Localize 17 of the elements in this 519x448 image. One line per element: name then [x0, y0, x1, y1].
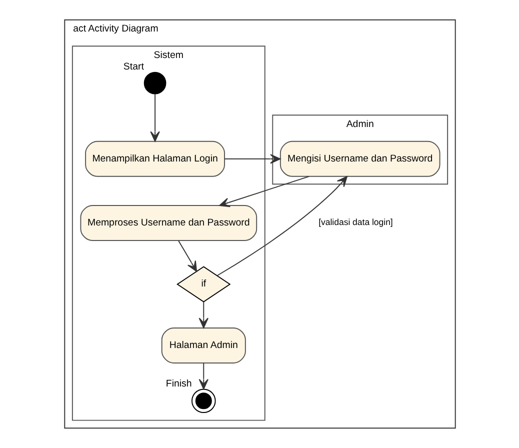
arrow	[178, 240, 197, 272]
node-box: Halaman Admin	[160, 328, 246, 364]
node-diamond: if	[176, 266, 230, 302]
arrow	[198, 302, 208, 328]
node-box: Menampilkan Halaman Login	[84, 140, 225, 177]
edge-label: [validasi data login]	[318, 217, 392, 228]
node-box: Memproses Username dan Password	[80, 205, 257, 241]
arrow	[218, 176, 310, 208]
arrow	[216, 176, 347, 276]
node-label: Start	[122, 61, 144, 72]
arrow	[224, 154, 280, 164]
node-circle	[143, 72, 166, 94]
node-circle	[190, 388, 216, 414]
arrow	[198, 362, 208, 390]
node-box: Mengisi Username dan Password	[279, 140, 440, 177]
arrow	[150, 94, 160, 142]
node-label: Finish	[165, 378, 192, 390]
